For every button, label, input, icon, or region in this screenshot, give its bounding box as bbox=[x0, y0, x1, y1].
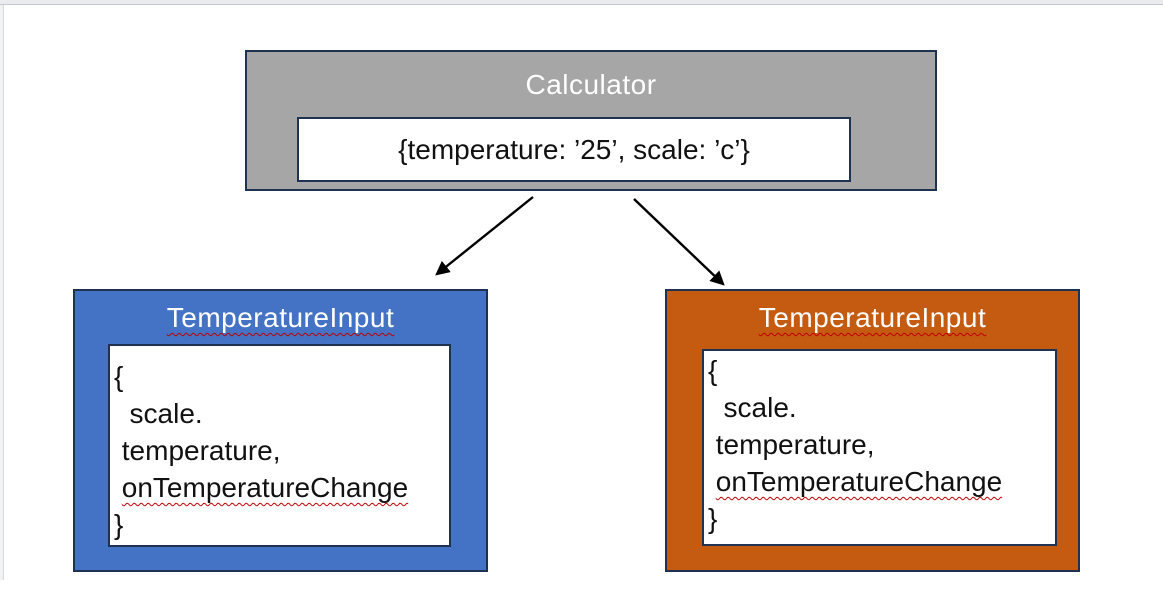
slide-top-edge bbox=[0, 0, 1163, 5]
props-change-word: onTemperatureChange bbox=[121, 472, 409, 503]
calculator-state-box: {temperature: ’25’, scale: ’c’} bbox=[297, 117, 851, 182]
temperature-input-left-props-box: { scale. temperature, onTemperatureChang… bbox=[108, 344, 451, 547]
props-open-brace: { bbox=[114, 361, 124, 392]
temperature-input-right-box: TemperatureInput { scale. temperature, o… bbox=[665, 289, 1080, 572]
arrow-to-left-input-icon bbox=[435, 196, 534, 276]
temperature-input-left-box: TemperatureInput { scale. temperature, o… bbox=[73, 289, 488, 572]
props-scale-line: scale. bbox=[114, 398, 203, 429]
temperature-input-left-title: TemperatureInput bbox=[166, 302, 395, 333]
props-change-prefix bbox=[114, 472, 122, 503]
calculator-state-text: {temperature: ’25’, scale: ’c’} bbox=[398, 133, 750, 165]
slide-left-edge bbox=[0, 5, 4, 580]
props-close-brace: } bbox=[708, 503, 718, 534]
temperature-input-right-title: TemperatureInput bbox=[758, 302, 987, 333]
props-close-brace: } bbox=[114, 509, 124, 540]
props-change-word: onTemperatureChange bbox=[715, 466, 1003, 497]
props-temperature-line: temperature, bbox=[708, 429, 875, 460]
arrow-to-right-input-icon bbox=[633, 198, 725, 286]
props-scale-line: scale. bbox=[708, 392, 797, 423]
temperature-input-right-props-box: { scale. temperature, onTemperatureChang… bbox=[702, 349, 1057, 546]
props-change-line: onTemperatureChange bbox=[708, 463, 1055, 500]
calculator-component-box: Calculator {temperature: ’25’, scale: ’c… bbox=[245, 50, 937, 191]
props-temperature-line: temperature, bbox=[114, 435, 281, 466]
props-change-prefix bbox=[708, 466, 716, 497]
calculator-title: Calculator bbox=[525, 69, 657, 100]
props-open-brace: { bbox=[708, 355, 718, 386]
props-change-line: onTemperatureChange bbox=[114, 469, 449, 506]
